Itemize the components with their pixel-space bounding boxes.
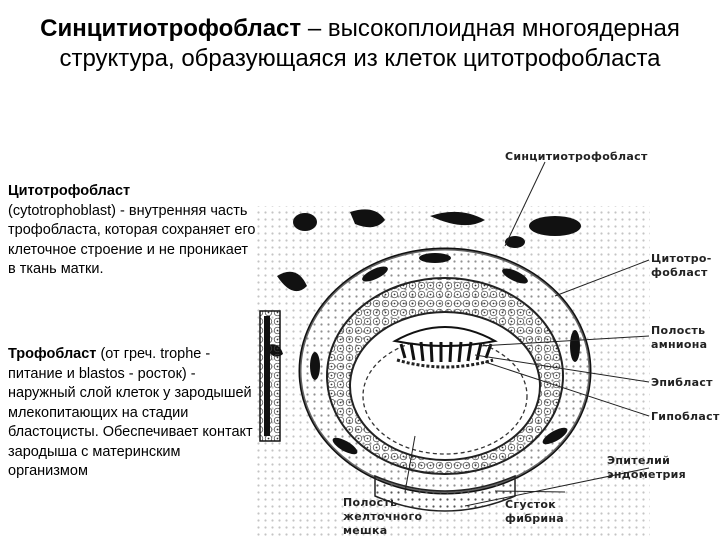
- label-yolk-3: мешка: [343, 524, 388, 537]
- leader-lines: [404, 161, 650, 507]
- lacunae: [310, 253, 580, 455]
- label-cytotrophoblast-1: Цитотро-: [651, 252, 712, 265]
- label-yolk-1: Полость: [343, 496, 397, 509]
- label-amnion-2: амниона: [651, 338, 707, 351]
- endometrial-epithelium: [259, 310, 281, 442]
- trophoblast-definition: Трофобласт (от греч. trophe - питание и …: [8, 345, 258, 482]
- label-amnion-1: Полость: [651, 324, 705, 337]
- maternal-vessels: [265, 209, 581, 357]
- cytotrophoblast-term: Цитотрофобласт: [8, 183, 131, 199]
- cytotrophoblast-description: (cytotrophoblast) - внутренняя часть тро…: [8, 202, 256, 278]
- cytotrophoblast-definition: Цитотрофобласт (cytotrophoblast) - внутр…: [8, 182, 258, 280]
- label-cytotrophoblast-2: фобласт: [651, 266, 708, 279]
- implantation-diagram: Синцитиотрофобласт Цитотро- фобласт Поло…: [255, 146, 720, 540]
- blastocyst-illustration: Синцитиотрофобласт Цитотро- фобласт Поло…: [255, 150, 720, 540]
- label-syncytiotrophoblast: Синцитиотрофобласт: [505, 150, 648, 163]
- label-fibrin-2: фибрина: [505, 512, 564, 525]
- epiblast-layer: [399, 341, 493, 363]
- trophoblast-description: (от греч. trophe - питание и blastos - р…: [8, 346, 253, 479]
- hypoblast-layer: [396, 358, 494, 369]
- amniotic-cavity: [392, 326, 498, 347]
- label-endometrium-2: эндометрия: [607, 468, 686, 481]
- slide-title: Синцитиотрофобласт – высокоплоидная мног…: [30, 14, 690, 74]
- title-term: Синцитиотрофобласт: [40, 15, 302, 42]
- label-epiblast: Эпибласт: [651, 376, 713, 389]
- trophoblast-term: Трофобласт: [8, 346, 97, 362]
- label-hypoblast: Гипобласт: [651, 410, 720, 423]
- label-fibrin-1: Сгусток: [505, 498, 556, 511]
- label-yolk-2: желточного: [343, 510, 423, 523]
- title-definition: – высокоплоидная многоядерная структура,…: [59, 15, 680, 72]
- label-endometrium-1: Эпителий: [607, 454, 670, 467]
